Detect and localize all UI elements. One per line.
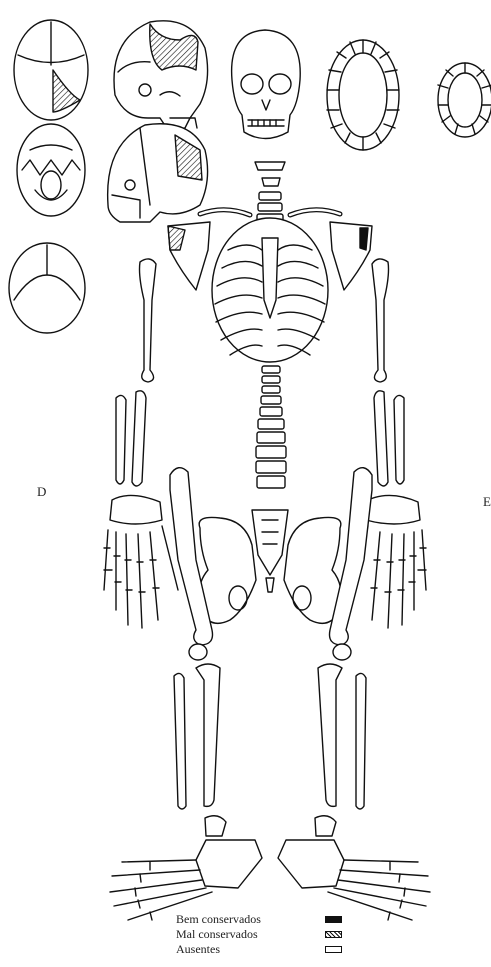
foot-right [110,816,262,920]
filled-swatch-icon [325,916,342,923]
tibia-fibula-left [318,664,366,809]
hatched-swatch-icon [325,931,342,938]
mandibular-dental-arch [438,63,491,137]
left-side-label: E [483,494,491,510]
skull-posterior-view [9,243,85,333]
legend-label: Ausentes [176,942,220,957]
legend: Bem conservados Mal conservados Ausentes [176,912,376,957]
hyoid-and-upper-vertebrae [255,162,285,222]
skull-basal-view [17,124,85,216]
scapula-right [168,222,210,290]
humerus-left [372,259,389,382]
skull-top-view [14,20,88,120]
rib-cage [212,218,328,362]
legend-label: Mal conservados [176,927,258,942]
scapula-left [330,222,372,290]
legend-item-poorly-preserved: Mal conservados [176,927,376,942]
maxillary-dental-arch [327,40,399,150]
legend-item-absent: Ausentes [176,942,376,957]
skull-lateral-view-left [108,124,208,222]
skull-lateral-view-right [114,21,208,130]
humerus-right [140,259,157,382]
pelvis [199,510,342,623]
right-side-label: D [37,484,46,500]
radius-ulna-right [116,391,146,486]
legend-item-well-preserved: Bem conservados [176,912,376,927]
tibia-fibula-right [174,664,220,809]
radius-ulna-left [374,391,404,486]
legend-label: Bem conservados [176,912,261,927]
patellae [189,644,351,660]
vertebral-column [256,366,286,488]
skull-frontal-view [232,30,301,139]
empty-swatch-icon [325,946,342,953]
hand-right [104,495,178,628]
foot-left [278,816,430,920]
